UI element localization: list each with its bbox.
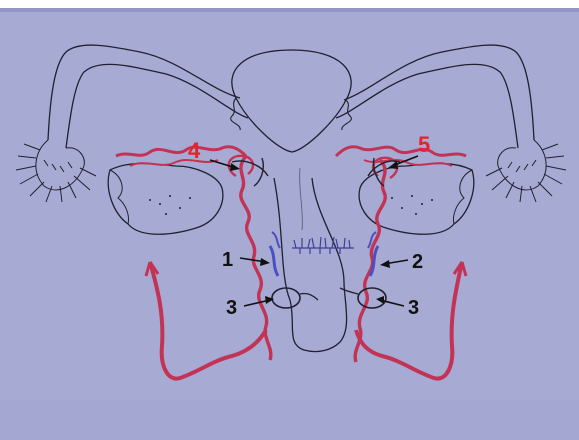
label-1: 1 [222, 249, 233, 271]
board-bottom-shade [0, 400, 579, 440]
label-3-left: 3 [226, 297, 237, 319]
board-top-shadow [0, 8, 579, 12]
label-3-right: 3 [408, 297, 419, 319]
label-4: 4 [188, 138, 201, 163]
label-2: 2 [412, 251, 423, 273]
label-5: 5 [418, 132, 430, 157]
board-background [0, 8, 579, 440]
